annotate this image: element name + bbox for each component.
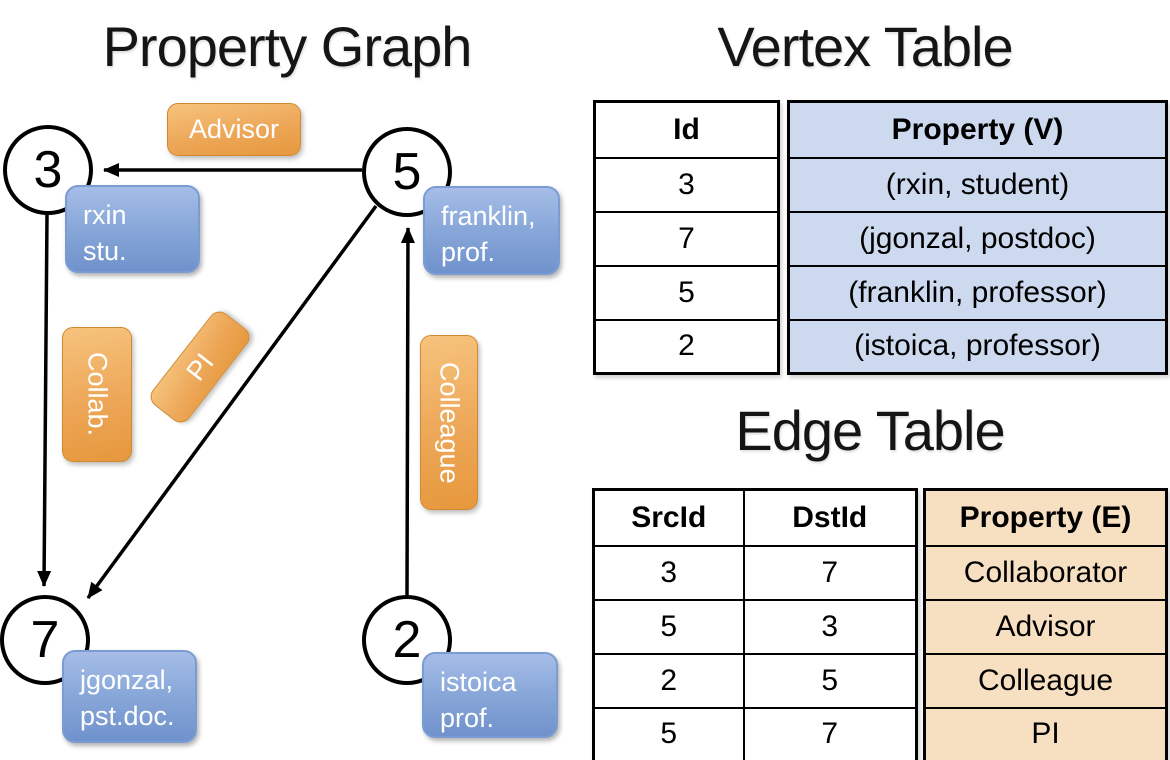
vertex-property-line: prof.: [440, 703, 495, 734]
table-row: (franklin, professor): [787, 264, 1168, 321]
edge-property-cell: Collaborator: [923, 544, 1168, 601]
vertex-property-line: franklin,: [441, 201, 536, 231]
edge-dstid-cell: 7: [742, 706, 918, 760]
table-row: 3 7: [592, 544, 918, 601]
table-row: PI: [923, 706, 1168, 760]
vertex-property-line: jgonzal,: [80, 665, 174, 695]
node-id: 7: [30, 611, 60, 669]
edge-srcid-cell: 3: [592, 544, 745, 601]
edge-arrow-2-to-5: [400, 227, 415, 596]
vertex-property-box-rxin: rxin stu.: [65, 185, 200, 273]
edge-table-title: Edge Table: [735, 399, 1005, 462]
vertex-id-cell: 3: [593, 156, 780, 213]
table-row: 2: [593, 318, 780, 375]
table-header-row: SrcId DstId: [592, 488, 918, 547]
edge-table-property-column: Property (E) Collaborator Advisor Collea…: [923, 488, 1168, 760]
edge-srcid-cell: 2: [592, 652, 745, 709]
table-row: 7: [593, 210, 780, 267]
table-header-row: Id: [593, 100, 780, 159]
edge-srcid-cell: 5: [592, 706, 745, 760]
edge-srcid-header: SrcId: [592, 488, 745, 547]
node-id: 2: [392, 611, 422, 669]
table-row: 3: [593, 156, 780, 213]
vertex-id-cell: 7: [593, 210, 780, 267]
property-graph-title: Property Graph: [102, 15, 473, 78]
table-row: (rxin, student): [787, 156, 1168, 213]
vertex-property-line: prof.: [441, 237, 496, 268]
table-row: 5 7: [592, 706, 918, 760]
edge-table-id-columns: SrcId DstId 3 7 5 3 2 5 5 7: [592, 488, 918, 760]
node-id: 3: [33, 141, 63, 199]
node-id: 5: [392, 143, 422, 201]
vertex-id-cell: 5: [593, 264, 780, 321]
vertex-property-box-jgonzal: jgonzal, pst.doc.: [62, 650, 197, 743]
vertex-property-cell: (jgonzal, postdoc): [787, 210, 1168, 267]
edge-property-header: Property (E): [923, 488, 1168, 547]
edge-label-text: Collab.: [82, 352, 113, 437]
table-row: (istoica, professor): [787, 318, 1168, 375]
table-row: 5: [593, 264, 780, 321]
edge-arrow-5-to-7: [86, 204, 378, 600]
edge-property-cell: Colleague: [923, 652, 1168, 709]
edge-dstid-header: DstId: [742, 488, 918, 547]
table-row: Colleague: [923, 652, 1168, 709]
graph-edges-layer: [37, 163, 415, 600]
edge-property-cell: Advisor: [923, 598, 1168, 655]
vertex-property-cell: (rxin, student): [787, 156, 1168, 213]
table-header-row: Property (V): [787, 100, 1168, 159]
vertex-property-cell: (franklin, professor): [787, 264, 1168, 321]
table-row: 2 5: [592, 652, 918, 709]
vertex-property-box-istoica: istoica prof.: [422, 652, 558, 738]
edge-label-text: Colleague: [434, 361, 465, 484]
vertex-id-header: Id: [593, 100, 780, 159]
table-row: Advisor: [923, 598, 1168, 655]
table-header-row: Property (E): [923, 488, 1168, 547]
edge-label-text: Advisor: [188, 114, 280, 144]
edge-label-colleague: Colleague: [420, 335, 478, 510]
table-row: 5 3: [592, 598, 918, 655]
vertex-property-box-franklin: franklin, prof.: [423, 186, 560, 275]
vertex-id-cell: 2: [593, 318, 780, 375]
vertex-property-line: rxin: [83, 200, 127, 230]
edge-dstid-cell: 7: [742, 544, 918, 601]
edge-label-text: PI: [179, 347, 220, 386]
graph-node-5: 5: [362, 127, 452, 217]
table-row: Collaborator: [923, 544, 1168, 601]
vertex-property-line: istoica: [440, 667, 517, 697]
vertex-property-cell: (istoica, professor): [787, 318, 1168, 375]
edge-arrow-3-to-7: [37, 214, 52, 587]
vertex-table-id-column: Id 3 7 5 2: [593, 100, 780, 375]
edge-srcid-cell: 5: [592, 598, 745, 655]
edge-label-advisor: Advisor: [167, 103, 301, 156]
edge-label-collab: Collab.: [62, 327, 132, 462]
vertex-table-title: Vertex Table: [717, 15, 1013, 78]
vertex-property-line: pst.doc.: [80, 701, 175, 732]
edge-dstid-cell: 5: [742, 652, 918, 709]
table-row: (jgonzal, postdoc): [787, 210, 1168, 267]
vertex-table-property-column: Property (V) (rxin, student) (jgonzal, p…: [787, 100, 1168, 375]
vertex-property-line: stu.: [83, 236, 127, 267]
edge-dstid-cell: 3: [742, 598, 918, 655]
edge-property-cell: PI: [923, 706, 1168, 760]
graph-node-2: 2: [362, 595, 452, 685]
vertex-property-header: Property (V): [787, 100, 1168, 159]
